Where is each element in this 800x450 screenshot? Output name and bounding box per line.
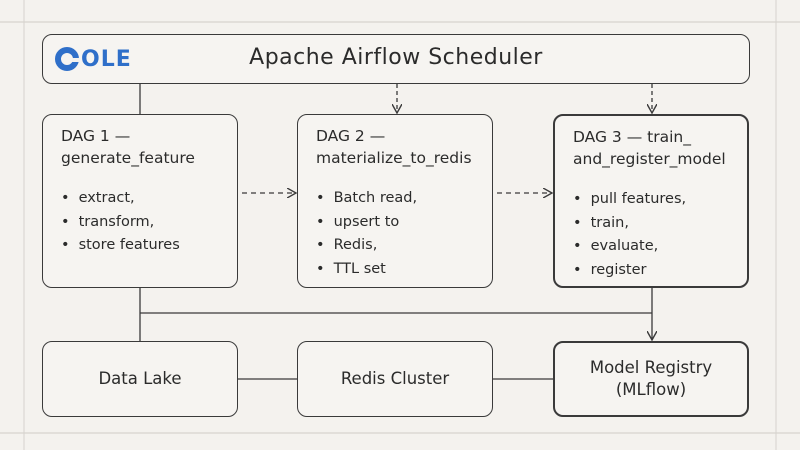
cole-logo: OLE (55, 44, 132, 74)
scheduler-box[interactable]: OLE Apache Airflow Scheduler (42, 34, 750, 84)
dag-step-item: transform, (61, 211, 180, 235)
model-registry-box[interactable]: Model Registry (MLflow) (553, 341, 749, 417)
dag-3-steps: pull features, train, evaluate, register (573, 188, 687, 283)
data-lake-label: Data Lake (43, 368, 237, 390)
dag-step-item: store features (61, 234, 180, 258)
redis-cluster-box[interactable]: Redis Cluster (297, 341, 493, 417)
dag-1-title: DAG 1 — generate_feature (61, 125, 231, 169)
dag-step-item: pull features, (573, 188, 687, 212)
dag-2-title-line2: materialize_to_redis (316, 149, 472, 167)
model-registry-label-line2: (MLflow) (615, 380, 687, 399)
dag-step-item: Redis, (316, 234, 417, 258)
dag-step-item: Batch read, (316, 187, 418, 211)
scheduler-title: Apache Airflow Scheduler (249, 45, 543, 70)
dag-step-item: register (573, 259, 686, 283)
data-lake-box[interactable]: Data Lake (42, 341, 238, 417)
dag-3-title-line1: DAG 3 — train_ (573, 128, 691, 146)
dag-2-steps: Batch read, upsert to Redis, TTL set (316, 187, 418, 282)
dag-3-title: DAG 3 — train_ and_register_model (573, 126, 741, 170)
dag-step-item: upsert to (316, 211, 417, 235)
dag-2-box[interactable]: DAG 2 — materialize_to_redis Batch read,… (297, 114, 493, 288)
logo-ring-icon (55, 47, 80, 71)
dag-1-box[interactable]: DAG 1 — generate_feature extract, transf… (42, 114, 238, 288)
dag-1-title-line2: generate_feature (61, 149, 195, 167)
dag-step-item: TTL set (316, 258, 417, 282)
dag-2-title-line1: DAG 2 — (316, 127, 386, 145)
model-registry-label: Model Registry (MLflow) (555, 357, 747, 401)
dag-step-item: train, (573, 212, 686, 236)
redis-cluster-label-line1: Redis Cluster (340, 369, 450, 388)
dag-step-item: extract, (61, 187, 180, 211)
dag-1-steps: extract, transform, store features (61, 187, 180, 258)
dag-2-title: DAG 2 — materialize_to_redis (316, 125, 486, 169)
dag-3-box[interactable]: DAG 3 — train_ and_register_model pull f… (553, 114, 749, 288)
dag-step-item: evaluate, (573, 235, 686, 259)
logo-text: OLE (81, 46, 132, 72)
redis-cluster-label: Redis Cluster (298, 368, 492, 390)
dag-1-title-line1: DAG 1 — (61, 127, 131, 145)
model-registry-label-line1: Model Registry (589, 358, 713, 377)
dag-3-title-line2: and_register_model (573, 150, 726, 168)
data-lake-label-line1: Data Lake (98, 369, 182, 388)
